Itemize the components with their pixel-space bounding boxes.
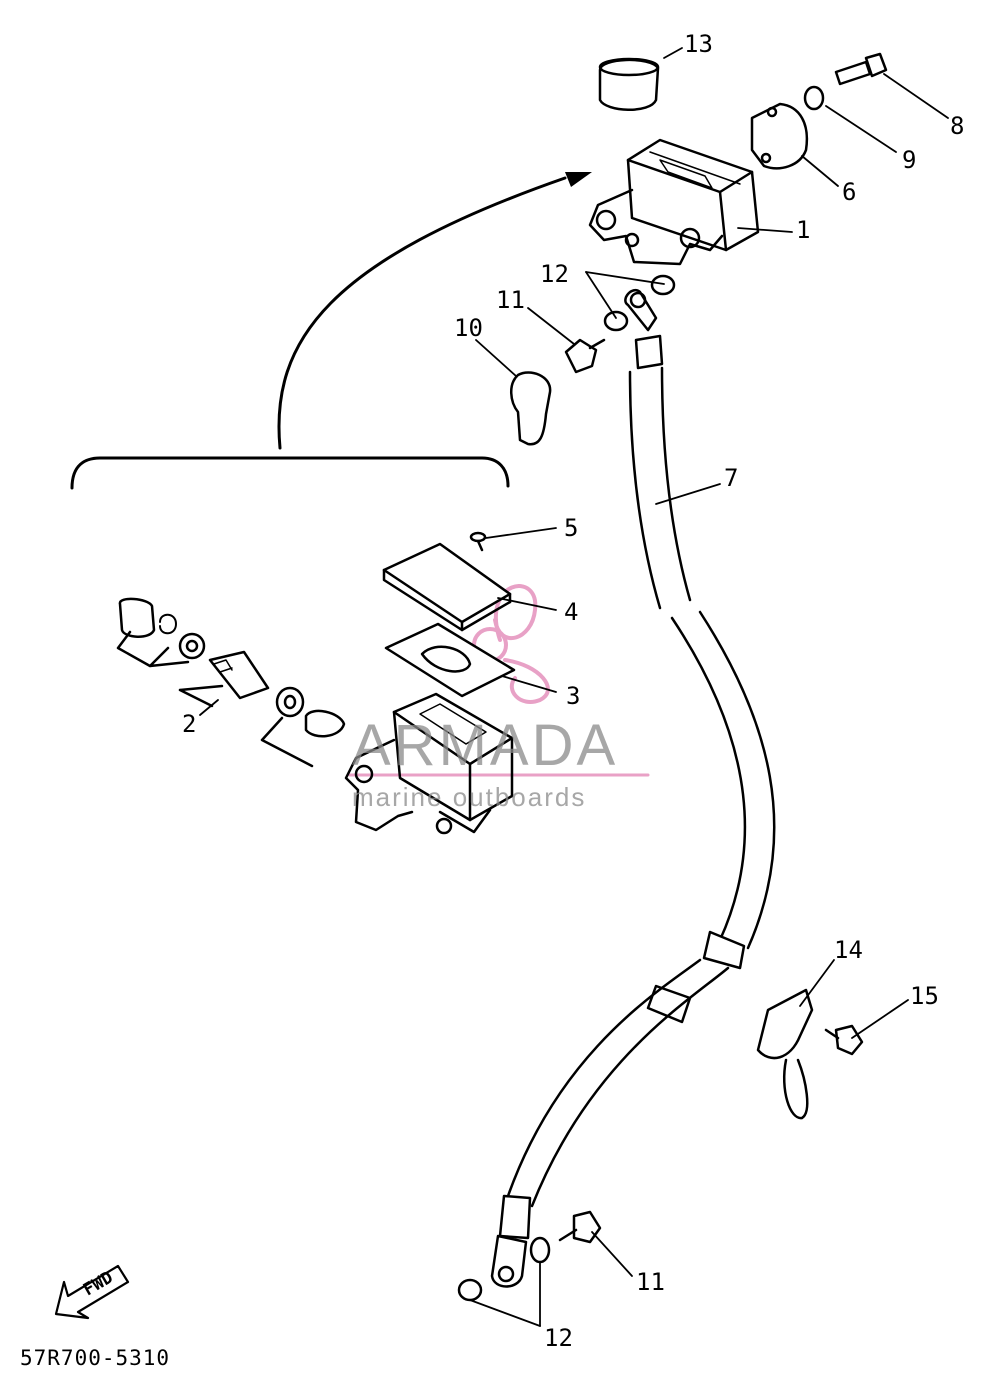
callout-14: 14 [834,936,863,964]
holder-bracket [750,102,809,170]
brake-hose [490,289,776,1288]
gasket-lower-2 [457,1278,483,1302]
gasket-upper-2 [603,310,629,332]
callout-5: 5 [564,514,579,542]
reservoir-cover [382,542,512,632]
callout-8: 8 [950,112,965,140]
callout-4: 4 [564,598,579,626]
fwd-arrow [54,1264,130,1320]
gasket-upper-1 [650,274,676,296]
cover-screw [469,531,487,552]
callout-11-top: 11 [496,286,525,314]
cylinder-body [344,692,514,835]
leader-lines [199,47,949,1327]
callout-12-bottom: 12 [544,1324,573,1352]
piston-kit [116,597,346,768]
diaphragm-plate [384,622,516,698]
diagram-part-code: 57R700-5310 [20,1346,171,1370]
rubber-boot [510,371,552,446]
washer-upper [803,85,825,111]
watermark-tagline: marine outboards [352,782,587,812]
boot-cap [598,57,660,111]
callout-6: 6 [842,178,857,206]
callout-13: 13 [684,30,713,58]
callout-10: 10 [454,314,483,342]
callout-11-bottom: 11 [636,1268,665,1296]
bolt-upper [834,52,888,86]
union-bolt-lower [558,1210,602,1244]
union-bolt-upper [564,338,606,374]
callout-3: 3 [566,682,581,710]
callout-1: 1 [796,216,811,244]
hose-guide [756,988,814,1120]
watermark-brand: ARMADA [352,713,619,778]
callout-9: 9 [902,146,917,174]
detail-bracket [70,456,510,490]
gasket-lower-1 [529,1236,551,1264]
callout-7: 7 [724,464,739,492]
guide-bolt [824,1024,864,1056]
callout-12-top: 12 [540,260,569,288]
callout-2: 2 [182,710,197,738]
detail-arrow [277,172,592,450]
callout-15: 15 [910,982,939,1010]
master-cylinder [588,138,760,266]
